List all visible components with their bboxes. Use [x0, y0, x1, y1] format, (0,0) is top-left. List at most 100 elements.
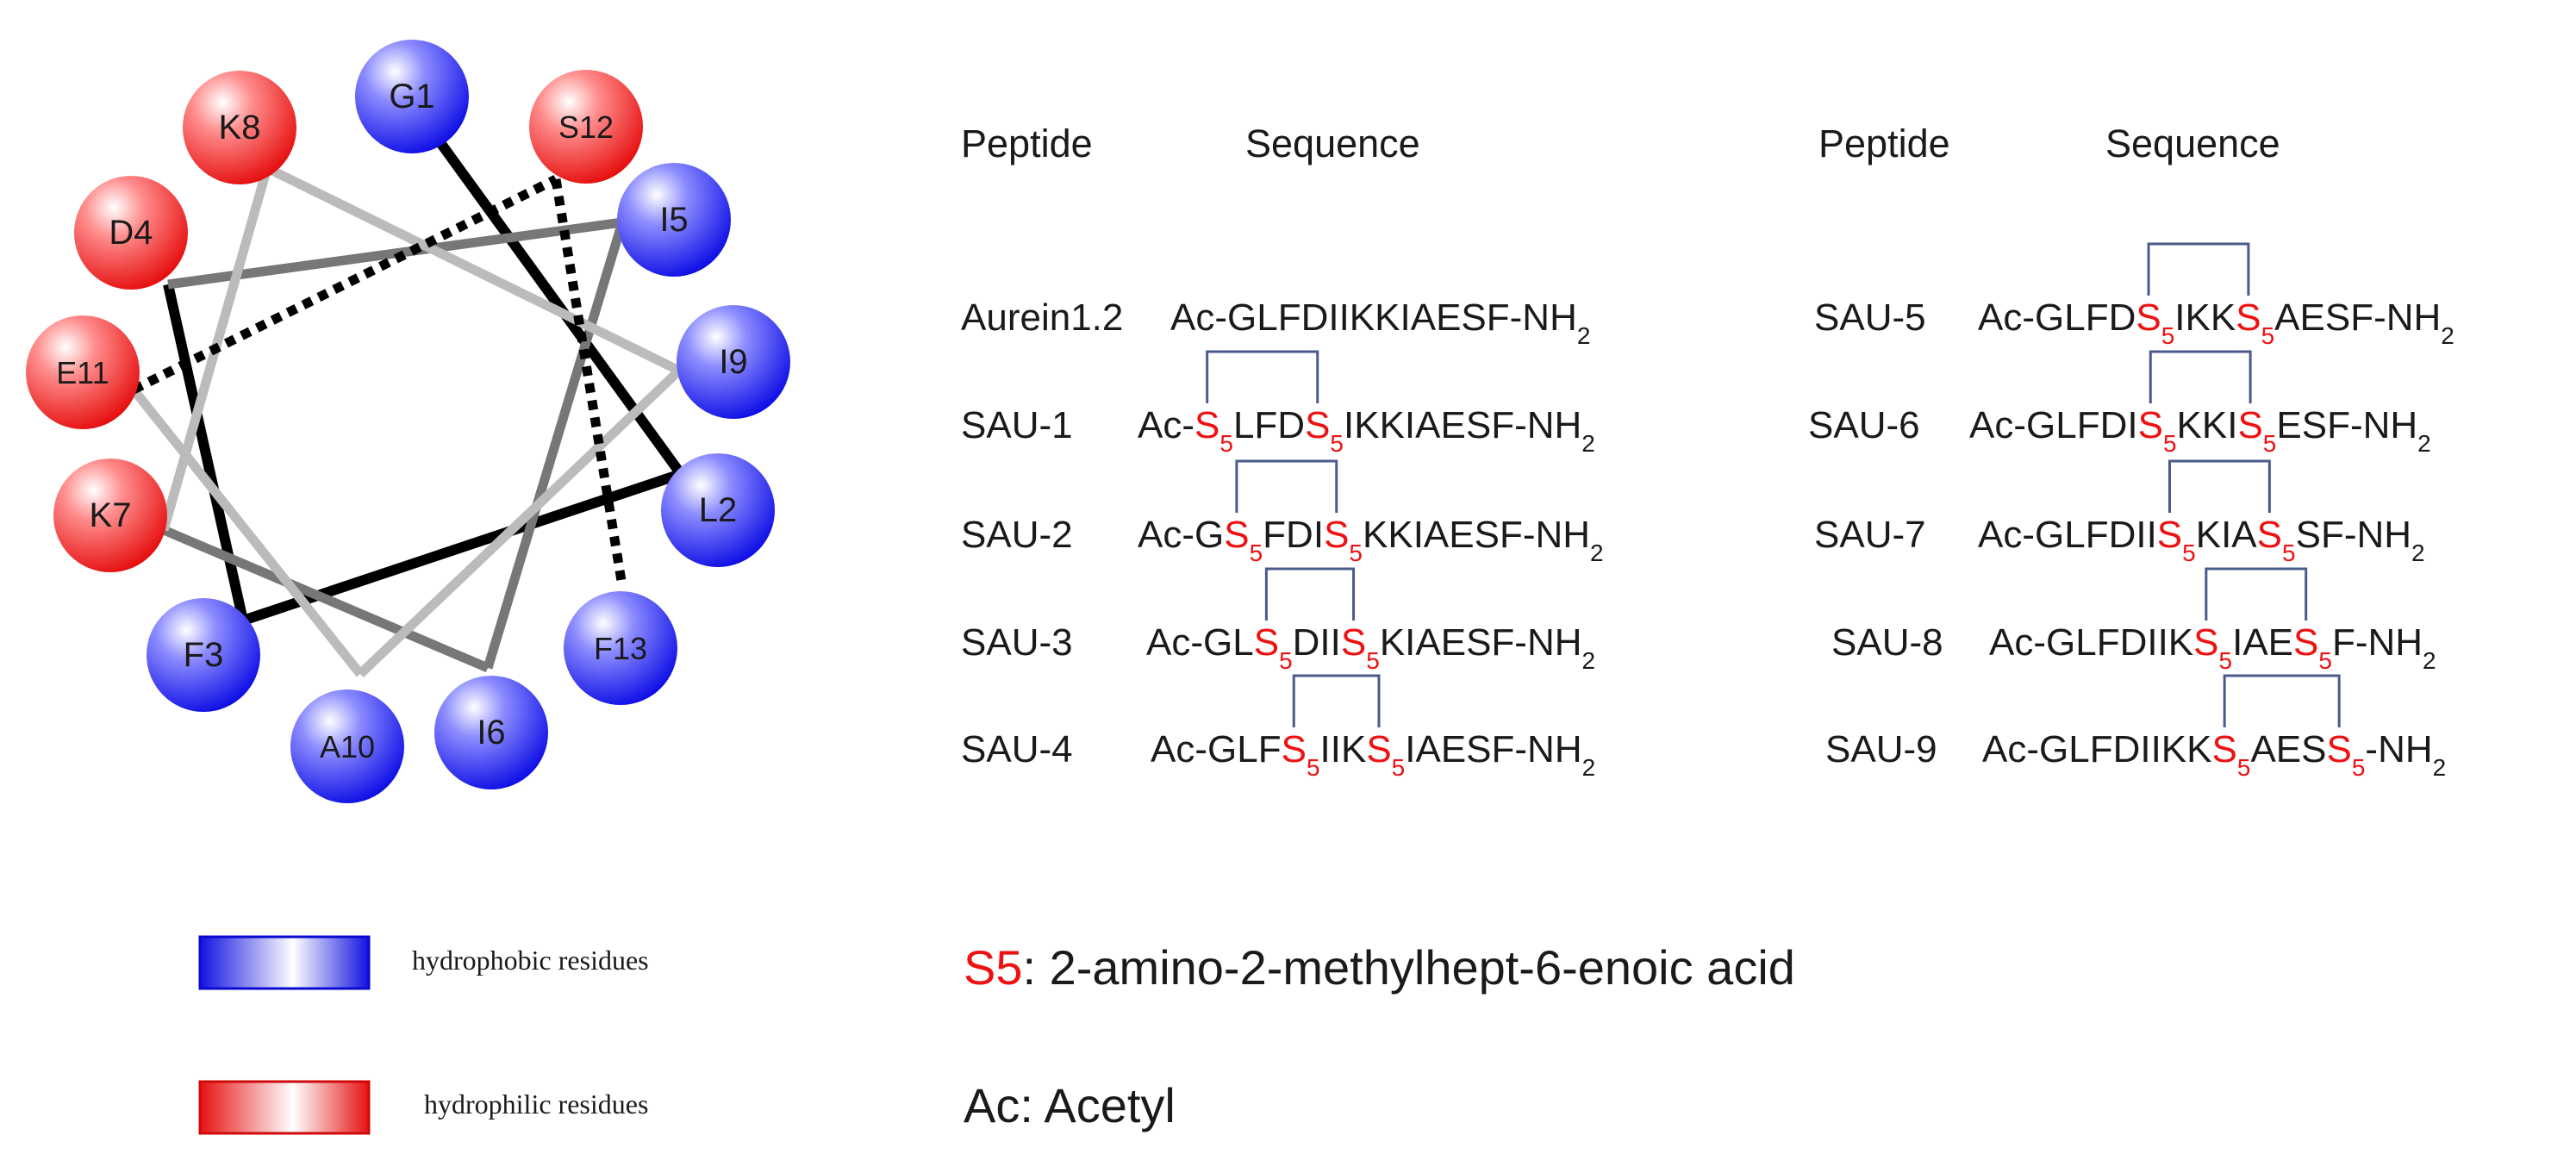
staple-subscript: 5: [2237, 754, 2251, 781]
residue-sphere: [147, 598, 260, 712]
seq-before: Ac-: [1138, 404, 1194, 446]
residue-sphere: [290, 689, 404, 803]
residue-sphere: [564, 591, 677, 705]
residue-ball: D4: [74, 176, 188, 290]
staple-bracket: [1264, 567, 1356, 621]
residue-label: D4: [109, 214, 153, 252]
right-peptide-header: Peptide: [1818, 122, 1950, 165]
residue-label: S12: [558, 109, 614, 145]
seq-between: KIA: [2196, 514, 2258, 556]
amide-subscript: 2: [2423, 647, 2436, 674]
staple-subscript: 5: [2318, 647, 2332, 674]
staple-subscript: 5: [1392, 754, 1406, 781]
staple-subscript: 5: [2163, 430, 2177, 457]
ac-definition: Ac: Acetyl: [964, 1078, 1176, 1132]
peptide-name: SAU-3: [961, 621, 1073, 664]
amide-subscript: 2: [1577, 322, 1591, 349]
wheel-line-i6-k7: [161, 525, 490, 673]
residue-label: I6: [477, 714, 505, 752]
residue-ball: F13: [564, 591, 677, 705]
staple-subscript: 5: [1279, 647, 1293, 674]
residue-sphere: [677, 305, 790, 419]
residue-sphere: [617, 163, 731, 277]
seq-between: LFD: [1233, 404, 1305, 446]
hydrophobic-legend-label: hydrophobic residues: [412, 945, 649, 976]
staple-subscript: 5: [1250, 540, 1263, 566]
residue-sphere: [53, 458, 167, 572]
hydrophobic-swatch: [198, 935, 371, 990]
wheel-line-a10-e11: [129, 386, 365, 677]
staple-residue-1: S: [1224, 514, 1249, 556]
staple-subscript: 5: [2161, 322, 2175, 349]
peptide-name: SAU-6: [1808, 404, 1920, 446]
wheel-line-i5-i6: [483, 221, 627, 670]
staple-subscript: 5: [2261, 322, 2275, 349]
wheel-line-d4-i5: [167, 217, 623, 290]
staple-subscript: 5: [2263, 430, 2277, 457]
residue-ball: G1: [355, 40, 469, 153]
seq-after: KIAESF-NH: [1380, 621, 1582, 664]
peptide-sequence: Ac-GLFDIIS5KIAS5SF-NH2: [1978, 514, 2425, 566]
staple-subscript: 5: [2282, 540, 2296, 566]
staple-residue-2: S: [2257, 514, 2282, 556]
peptide-name: SAU-9: [1825, 728, 1937, 770]
staple-residue-2: S: [2236, 296, 2261, 339]
amide-subscript: 2: [2411, 540, 2425, 566]
staple-bracket: [1206, 350, 1319, 403]
amide-subscript: 2: [1582, 754, 1596, 781]
wheel-line-g1-l2: [433, 134, 685, 477]
staple-residue-1: S: [2136, 296, 2161, 339]
helix-wheel-lines: [129, 134, 685, 677]
staple-residue-1: S: [2138, 404, 2163, 446]
residue-sphere: [74, 176, 188, 290]
peptide-sequence: Ac-GLFDIS5KKIS5ESF-NH2: [1969, 404, 2431, 457]
residue-sphere: [183, 71, 296, 184]
seq-after: ESF-NH: [2276, 404, 2417, 446]
residue-sphere: [26, 315, 140, 429]
staple-bracket: [2223, 674, 2341, 727]
amide-subscript: 2: [2433, 754, 2447, 781]
peptide-name: Aurein1.2: [961, 296, 1123, 339]
staple-subscript: 5: [1219, 430, 1233, 457]
legend: hydrophobic residues hydrophilic residue…: [198, 935, 649, 1135]
staple-bracket: [2205, 567, 2308, 621]
seq-after: F-NH: [2332, 621, 2423, 664]
peptide-name: SAU-4: [961, 728, 1073, 770]
staple-residue-2: S: [2326, 728, 2351, 770]
left-sequence-header: Sequence: [1245, 122, 1420, 165]
staple-bracket: [1292, 674, 1381, 727]
staple-residue-1: S: [2212, 728, 2237, 770]
residue-label: G1: [389, 78, 434, 115]
staple-subscript: 5: [2219, 647, 2233, 674]
residue-ball: L2: [661, 453, 775, 567]
left-peptide-header: Peptide: [961, 122, 1093, 165]
staple-bracket: [2167, 459, 2271, 513]
peptide-sequence: Ac-S5LFDS5IKKIAESF-NH2: [1138, 404, 1595, 457]
notes: S5: 2-amino-2-methylhept-6-enoic acid Ac…: [964, 940, 1795, 1132]
seq-between: KKI: [2177, 404, 2238, 446]
residue-label: K8: [219, 109, 261, 147]
wheel-line-i9-a10: [357, 367, 683, 677]
staple-subscript: 5: [2182, 540, 2196, 566]
amide-subscript: 2: [1582, 647, 1596, 674]
residue-label: F3: [184, 636, 224, 674]
amide-subscript: 2: [1581, 430, 1595, 457]
peptide-sequence: Ac-GLFDS5IKKS5AESF-NH2: [1978, 296, 2454, 349]
staple-residue-2: S: [2293, 621, 2318, 664]
staple-subscript: 5: [1307, 754, 1320, 781]
residue-label: I5: [659, 201, 688, 239]
table-headers: Peptide Sequence Peptide Sequence: [961, 122, 2280, 165]
residue-label: A10: [320, 729, 375, 764]
seq-after: -NH: [2365, 728, 2432, 770]
residue-ball: K8: [183, 71, 296, 184]
seq-after: KKIAESF-NH: [1363, 514, 1590, 556]
staple-residue-1: S: [2157, 514, 2182, 556]
peptide-sequence: Ac-GLS5DIIS5KIAESF-NH2: [1146, 621, 1595, 674]
s5-text: : 2-amino-2-methylhept-6-enoic acid: [1023, 940, 1795, 995]
